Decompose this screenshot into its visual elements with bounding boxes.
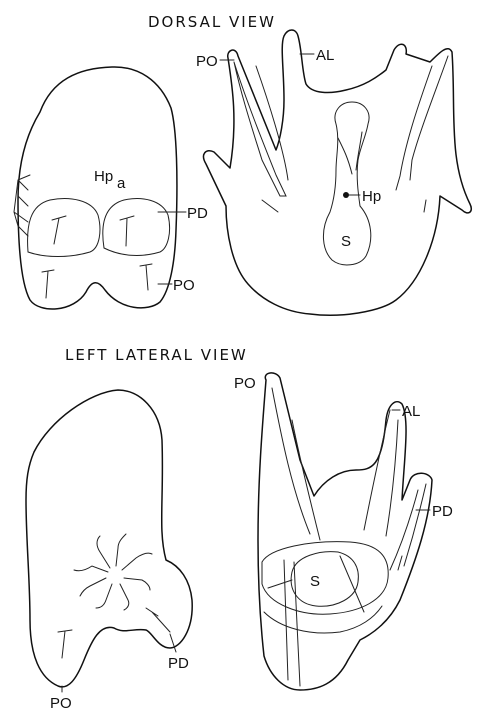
lateral-right-bowl — [262, 542, 388, 615]
dorsal-left-lobe-left — [28, 199, 100, 257]
leader-pd-lateral-left — [170, 634, 176, 652]
lateral-left-outline — [26, 390, 192, 687]
label-pd-lateral-right: PD — [432, 503, 453, 520]
lateral-right-al-inner — [364, 410, 398, 536]
label-po-dorsal-left: PO — [173, 277, 195, 294]
lateral-right-pd-wing — [390, 484, 426, 570]
lateral-left-radiating-lines — [74, 534, 152, 610]
lateral-left-t-mark-1 — [58, 630, 72, 658]
heading-dorsal-view: DORSAL VIEW — [148, 13, 276, 31]
heading-left-lateral-view: LEFT LATERAL VIEW — [65, 346, 248, 364]
dorsal-right-specimen: PO AL Hp S — [196, 30, 471, 315]
lateral-left-t-mark-2 — [146, 608, 170, 632]
label-al-dorsal-right: AL — [316, 47, 334, 64]
dorsal-left-teeth — [14, 175, 30, 236]
lateral-right-lower-wall — [264, 606, 382, 633]
label-po-dorsal-right: PO — [196, 53, 218, 70]
dorsal-right-side-process-left — [262, 200, 278, 212]
dorsal-left-lobe-right — [103, 199, 170, 256]
label-pd-lateral-left: PD — [168, 655, 189, 672]
lateral-left-specimen: PD PO — [26, 390, 192, 712]
label-hp-dorsal-left: Hp — [94, 168, 113, 185]
label-al-lateral-right: AL — [402, 403, 420, 420]
dorsal-right-outline — [204, 30, 472, 315]
lateral-right-specimen: PO AL PD S — [234, 373, 453, 690]
label-pd-dorsal-left: PD — [187, 205, 208, 222]
dorsal-right-hp-dot — [343, 192, 349, 198]
dorsal-right-right-horn-inner — [396, 56, 448, 190]
lateral-right-outline — [258, 373, 432, 690]
lateral-right-po-inner — [272, 388, 320, 540]
label-hp-subscript: a — [117, 175, 126, 192]
label-po-lateral-left: PO — [50, 695, 72, 712]
label-hp-dorsal-right: Hp — [362, 188, 381, 205]
dorsal-right-side-process-right — [424, 200, 426, 212]
label-s-lateral-right: S — [310, 573, 320, 590]
lateral-right-s-chamber — [291, 552, 358, 607]
dorsal-right-left-horn-inner — [234, 62, 288, 196]
label-po-lateral-right: PO — [234, 375, 256, 392]
dorsal-left-specimen: Hp a PD PO — [14, 67, 208, 309]
dorsal-right-column-notch — [338, 132, 362, 174]
label-s-dorsal-right: S — [341, 233, 351, 250]
dorsal-left-outline — [18, 67, 177, 309]
dorsal-left-t-marks — [42, 216, 152, 298]
